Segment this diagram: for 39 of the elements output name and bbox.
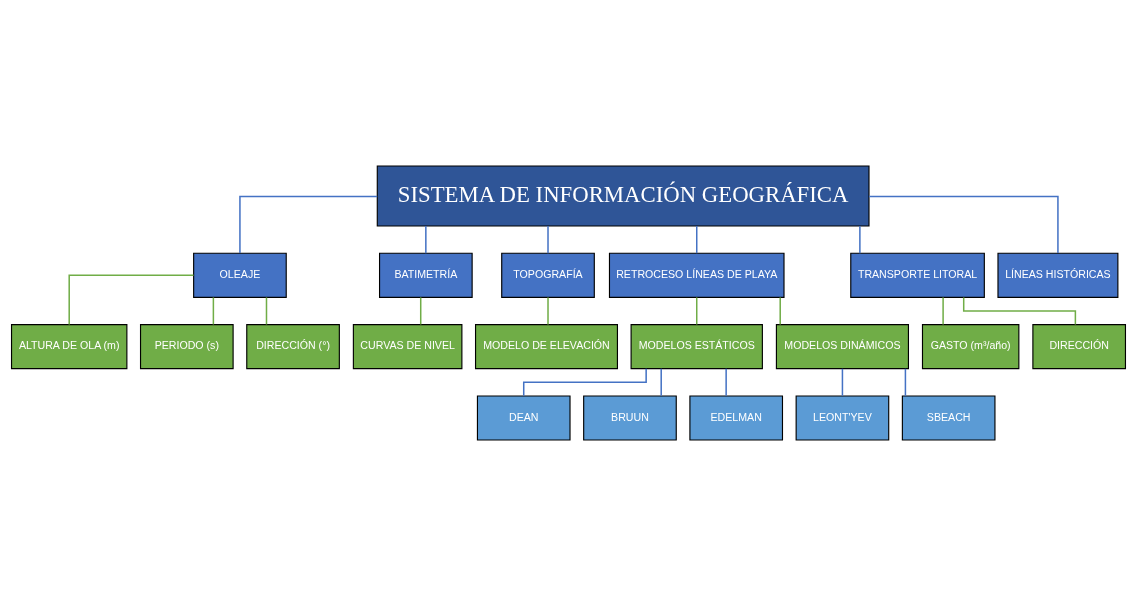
node-box: GASTO (m³/año): [921, 323, 1020, 369]
connector: [265, 296, 268, 325]
node-box: MODELOS DINÁMICOS: [775, 323, 910, 369]
node-box: LÍNEAS HISTÓRICAS: [997, 252, 1119, 298]
node-box: SBEACH: [901, 394, 996, 441]
connector: [696, 296, 698, 325]
node-box: MODELO DE ELEVACIÓN: [475, 323, 618, 369]
connector: [68, 274, 195, 325]
connector: [547, 224, 549, 254]
node-box: CURVAS DE NIVEL: [352, 323, 463, 369]
node-box: TOPOGRAFÍA: [501, 252, 595, 298]
node-box: DIRECCIÓN: [1032, 323, 1127, 369]
connector: [725, 367, 727, 397]
connector: [859, 224, 861, 254]
connector: [212, 296, 215, 325]
node-box: TRANSPORTE LITORAL: [850, 252, 985, 298]
connector: [419, 296, 422, 325]
node-box: PERIODO (s): [139, 323, 234, 369]
connector: [547, 296, 549, 325]
node-box: DIRECCIÓN (°): [246, 323, 340, 369]
connector: [239, 195, 378, 254]
connector: [779, 296, 781, 325]
node-box: OLEAJE: [193, 252, 287, 298]
connector: [425, 224, 427, 254]
connector: [942, 296, 944, 325]
node-box: LEONT'YEV: [795, 394, 890, 441]
connector: [904, 367, 907, 397]
node-box: DEAN: [476, 394, 571, 441]
node-box: EDELMAN: [689, 394, 784, 441]
connector: [696, 224, 698, 254]
connector: [868, 195, 1059, 254]
node-box: BATIMETRÍA: [379, 252, 473, 298]
connector: [660, 367, 662, 397]
connector: [841, 367, 844, 397]
node-box: MODELOS ESTÁTICOS: [630, 323, 763, 369]
node-box: SISTEMA DE INFORMACIÓN GEOGRÁFICA: [376, 164, 870, 227]
node-box: BRUUN: [583, 394, 677, 441]
node-box: RETROCESO LÍNEAS DE PLAYA: [608, 252, 785, 298]
node-box: ALTURA DE OLA (m): [10, 323, 128, 369]
